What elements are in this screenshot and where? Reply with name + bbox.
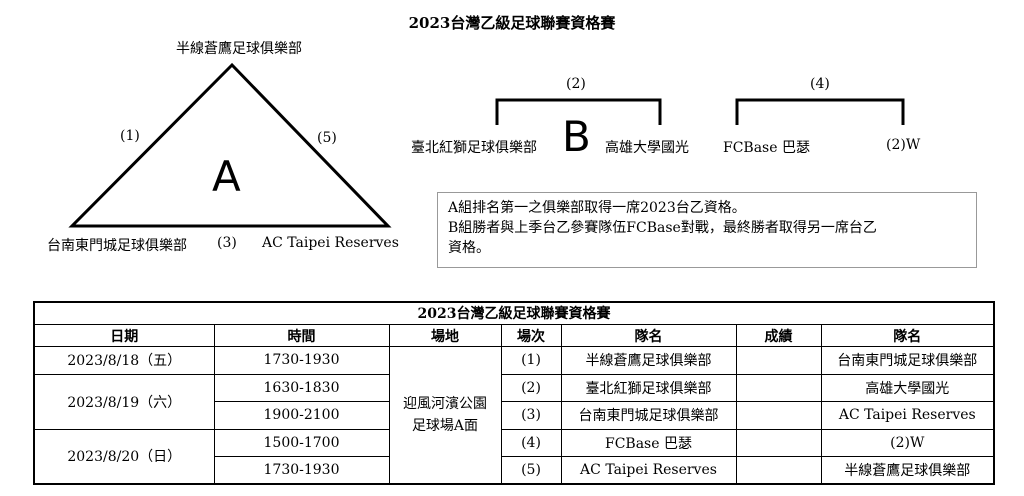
group-a-top-team: 半線蒼鷹足球俱樂部 <box>176 41 302 57</box>
group-a-triangle <box>68 62 392 228</box>
table-row: 2023/8/20（日） 1500-1700 (4) FCBase 巴瑟 (2)… <box>33 428 995 485</box>
table-row: 1900-2100 (3) 台南東門城足球俱樂部 AC Taipei Reser… <box>34 401 995 430</box>
table-row: 2023/8/19（六） 1630-1830 (2) 臺北紅獅足球俱樂部 高雄大… <box>33 373 995 430</box>
schedule-table: 2023台灣乙級足球聯賽資格賽 日期 時間 場地 場次 隊名 成績 隊名 202… <box>33 301 996 485</box>
playoff-left-team: FCBase 巴瑟 <box>723 140 810 156</box>
date-cell: 2023/8/20（日） <box>33 428 215 485</box>
group-b-letter: B <box>562 112 591 161</box>
page-title: 2023台灣乙級足球聯賽資格賽 <box>408 14 616 32</box>
score-cell <box>735 401 822 430</box>
group-a-right-team: AC Taipei Reserves <box>262 235 399 251</box>
match-cell: (3) <box>500 401 562 430</box>
table-row: 1730-1930 (5) AC Taipei Reserves 半線蒼鷹足球俱… <box>34 455 995 485</box>
date-cell: 2023/8/18（五） <box>33 346 215 375</box>
date-cell: 2023/8/19（六） <box>33 373 215 430</box>
venue-line: 足球場A面 <box>411 418 479 435</box>
group-a-left-match: (1) <box>120 128 140 144</box>
header-score: 成績 <box>735 323 822 348</box>
home-team-cell: 半線蒼鷹足球俱樂部 <box>560 346 737 375</box>
header-venue: 場地 <box>388 323 502 348</box>
playoff-right-team: (2)W <box>886 137 921 153</box>
qualification-note: A組排名第一之俱樂部取得一席2023台乙資格。 B組勝者與上季台乙參賽隊伍FCB… <box>437 192 977 268</box>
group-b-match: (2) <box>566 76 586 92</box>
away-team-cell: (2)W <box>820 428 995 457</box>
score-cell <box>735 455 822 485</box>
score-cell <box>735 373 822 403</box>
note-line: B組勝者與上季台乙參賽隊伍FCBase對戰，最終勝者取得另一席台乙 <box>448 220 877 236</box>
match-cell: (1) <box>500 346 562 375</box>
away-team-cell: 高雄大學國光 <box>820 373 995 403</box>
group-b-bracket <box>495 98 662 125</box>
table-row: 2023/8/18（五） 1730-1930 迎風河濱公園 足球場A面 (1) … <box>33 346 995 485</box>
group-b-left-team: 臺北紅獅足球俱樂部 <box>411 140 537 156</box>
group-b-right-team: 高雄大學國光 <box>605 140 689 156</box>
header-time: 時間 <box>213 323 390 348</box>
time-cell: 1630-1830 <box>213 373 390 403</box>
note-line: A組排名第一之俱樂部取得一席2023台乙資格。 <box>448 200 746 216</box>
group-a-bottom-match: (3) <box>217 235 237 251</box>
score-cell <box>735 346 822 375</box>
schedule-title: 2023台灣乙級足球聯賽資格賽 <box>33 301 995 325</box>
match-cell: (4) <box>500 428 562 457</box>
time-cell: 1900-2100 <box>213 401 390 430</box>
venue-cell: 迎風河濱公園 足球場A面 <box>388 346 502 485</box>
match-cell: (5) <box>500 455 562 485</box>
score-cell <box>735 428 822 457</box>
header-away-team: 隊名 <box>820 323 995 348</box>
away-team-cell: 半線蒼鷹足球俱樂部 <box>820 455 995 485</box>
header-date: 日期 <box>33 323 215 348</box>
time-cell: 1730-1930 <box>213 346 390 375</box>
bracket-diagram <box>68 62 905 228</box>
group-a-right-match: (5) <box>317 130 337 146</box>
header-home-team: 隊名 <box>560 323 737 348</box>
away-team-cell: AC Taipei Reserves <box>820 401 995 430</box>
time-cell: 1730-1930 <box>213 455 390 485</box>
home-team-cell: 臺北紅獅足球俱樂部 <box>560 373 737 403</box>
group-a-left-team: 台南東門城足球俱樂部 <box>47 238 187 254</box>
time-cell: 1500-1700 <box>213 428 390 457</box>
header-match: 場次 <box>500 323 562 348</box>
match-cell: (2) <box>500 373 562 403</box>
home-team-cell: AC Taipei Reserves <box>560 455 737 485</box>
playoff-match: (4) <box>810 76 830 92</box>
away-team-cell: 台南東門城足球俱樂部 <box>820 346 995 375</box>
venue-line: 迎風河濱公園 <box>403 396 487 413</box>
group-a-letter: A <box>212 152 241 201</box>
playoff-bracket <box>735 98 905 125</box>
home-team-cell: 台南東門城足球俱樂部 <box>560 401 737 430</box>
home-team-cell: FCBase 巴瑟 <box>560 428 737 457</box>
note-line: 資格。 <box>448 240 490 256</box>
